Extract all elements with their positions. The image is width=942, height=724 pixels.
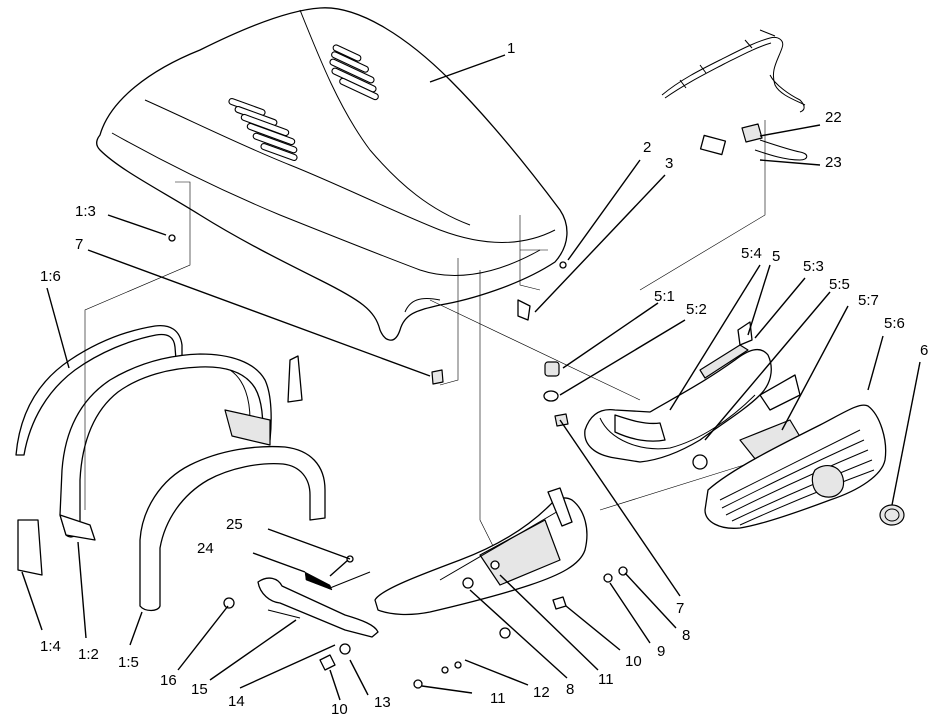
callout-15: 15 (191, 681, 208, 698)
hood-vent-front (329, 44, 379, 101)
callout-5-5: 5:5 (829, 276, 850, 293)
callout-1-5: 1:5 (118, 654, 139, 671)
callout-23: 23 (825, 154, 842, 171)
callout-22: 22 (825, 109, 842, 126)
leader-lines (21, 54, 921, 701)
callout-5-2: 5:2 (686, 301, 707, 318)
callout-24: 24 (197, 540, 214, 557)
grille-insert (704, 404, 887, 529)
hood (95, 7, 568, 341)
callout-13: 13 (374, 694, 391, 711)
callout-5: 5 (772, 248, 780, 265)
callout-1-3: 1:3 (75, 203, 96, 220)
callout-16: 16 (160, 672, 177, 689)
callout-10-right: 10 (625, 653, 642, 670)
callout-1-6: 1:6 (40, 268, 61, 285)
callout-11-upper: 11 (598, 671, 614, 688)
callout-12: 12 (533, 684, 550, 701)
callout-1: 1 (507, 40, 515, 57)
callout-25: 25 (226, 516, 243, 533)
callout-labels: 1 2 3 1:3 7 1:6 22 23 5:4 5 5:3 5:1 5:2 … (40, 40, 928, 718)
callout-7-lower: 7 (676, 600, 684, 617)
callout-8-upper: 8 (682, 627, 690, 644)
callout-1-2: 1:2 (78, 646, 99, 663)
callout-5-6: 5:6 (884, 315, 905, 332)
callout-5-7: 5:7 (858, 292, 879, 309)
emblem (879, 504, 905, 526)
callout-5-1: 5:1 (654, 288, 675, 305)
callout-9: 9 (657, 643, 665, 660)
callout-2: 2 (643, 139, 651, 156)
rear-fender (17, 353, 303, 576)
hardware (168, 234, 628, 689)
callout-6: 6 (920, 342, 928, 359)
hood-bracket (374, 487, 588, 616)
callout-8-lower: 8 (566, 681, 574, 698)
callout-10-left: 10 (331, 701, 348, 718)
callout-1-4: 1:4 (40, 638, 61, 655)
grille-housing (543, 321, 806, 470)
callout-14: 14 (228, 693, 245, 710)
callout-11-lower: 11 (490, 690, 506, 707)
callout-5-3: 5:3 (803, 258, 824, 275)
callout-5-4: 5:4 (741, 245, 762, 262)
wiring-harness (661, 29, 808, 161)
callout-3: 3 (665, 155, 673, 172)
hood-vent-rear (228, 97, 298, 162)
front-fender (139, 445, 326, 612)
callout-7-upper: 7 (75, 236, 83, 253)
